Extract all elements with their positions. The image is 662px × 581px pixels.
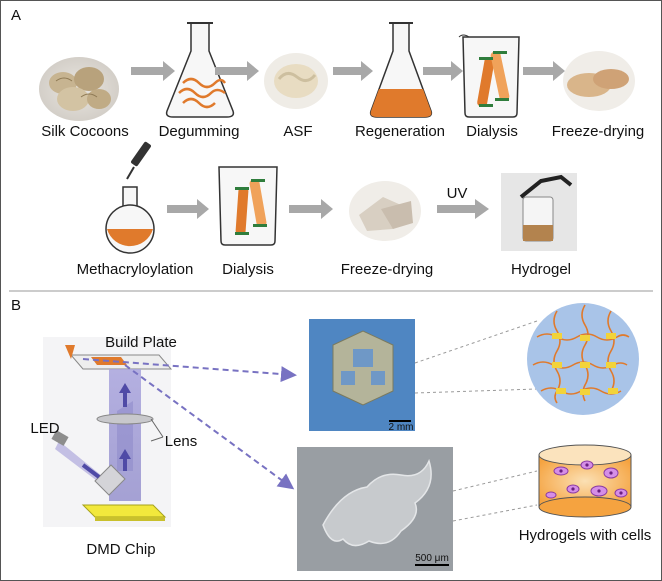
hydrogel-network-diagram <box>527 303 639 415</box>
freeze-dried-sponge-photo-2 <box>349 181 421 241</box>
label-hydrogel: Hydrogel <box>510 261 572 278</box>
zoom-lines <box>414 320 538 522</box>
asf-photo <box>264 53 328 109</box>
silk-cocoons-photo <box>39 57 119 121</box>
panel-b-letter: B <box>11 297 22 314</box>
scale-bar-500um: 500 μm <box>415 553 449 564</box>
dashed-arrow-bottom <box>124 364 295 490</box>
label-hydrogels-with-cells: Hydrogels with cells <box>518 527 652 544</box>
printed-cube-photo <box>309 319 415 431</box>
label-freeze-drying: Freeze-drying <box>551 123 645 140</box>
regeneration-flask-icon <box>369 22 433 118</box>
degumming-flask-icon <box>165 22 235 118</box>
label-lens: Lens <box>164 433 198 450</box>
label-silk-cocoons: Silk Cocoons <box>41 123 129 140</box>
label-dmd-chip: DMD Chip <box>86 541 156 558</box>
row2-arrows <box>167 199 489 219</box>
label-methacryloylation: Methacryloylation <box>76 261 194 278</box>
label-build-plate: Build Plate <box>105 334 177 351</box>
cell-laden-hydrogel-diagram <box>538 444 632 518</box>
label-regeneration: Regeneration <box>354 123 446 140</box>
freeze-dried-sponge-photo <box>563 51 635 111</box>
label-dialysis-2: Dialysis <box>222 261 274 278</box>
panel-a-letter: A <box>11 7 22 24</box>
dialysis-beaker-icon-2 <box>218 166 278 246</box>
round-bottom-flask-icon <box>105 186 155 254</box>
hydrogel-vial-photo <box>501 173 577 251</box>
printed-dove-photo <box>297 447 453 571</box>
dashed-arrow-top <box>82 358 297 383</box>
label-dialysis: Dialysis <box>466 123 518 140</box>
label-uv: UV <box>446 185 468 202</box>
row1-arrows <box>131 61 565 81</box>
syringe-icon <box>126 141 151 180</box>
label-freeze-drying-2: Freeze-drying <box>340 261 434 278</box>
label-led: LED <box>30 420 60 437</box>
dialysis-beaker-icon <box>458 34 520 118</box>
scale-bar-2mm: 2 mm <box>388 422 414 433</box>
label-degumming: Degumming <box>158 123 240 140</box>
dlp-printer-schematic <box>43 337 173 527</box>
label-asf: ASF <box>283 123 313 140</box>
